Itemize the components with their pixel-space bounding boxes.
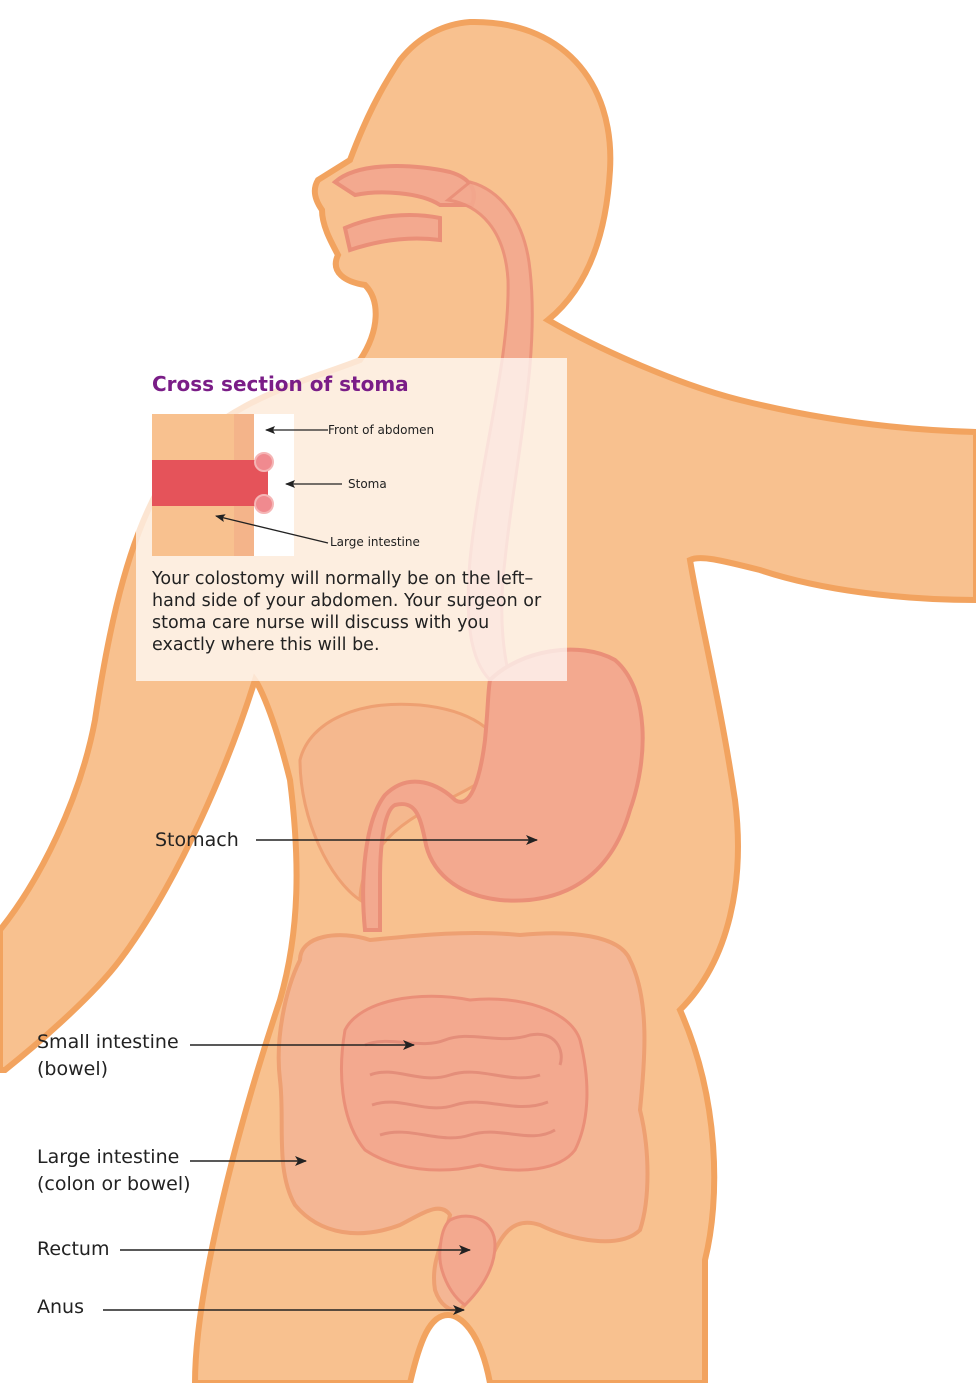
label-small-intestine-sub: (bowel) — [37, 1058, 108, 1080]
label-small-intestine: Small intestine — [37, 1031, 179, 1053]
stoma-tube — [152, 460, 268, 506]
stoma-info-box: Cross section of stoma Front of abdomen … — [136, 358, 567, 681]
stoma-lip-bottom — [255, 495, 273, 513]
stoma-cross-section: Front of abdomen Stoma Large intestine — [136, 358, 567, 558]
label-stomach: Stomach — [155, 829, 239, 851]
label-rectum: Rectum — [37, 1238, 109, 1260]
label-large-intestine-inset: Large intestine — [330, 535, 420, 549]
label-large-intestine: Large intestine — [37, 1146, 179, 1168]
small-intestine-organ — [342, 996, 587, 1170]
stoma-lip-top — [255, 453, 273, 471]
label-stoma: Stoma — [348, 477, 387, 491]
inset-description: Your colostomy will normally be on the l… — [152, 568, 552, 656]
label-large-intestine-sub: (colon or bowel) — [37, 1173, 191, 1195]
label-anus: Anus — [37, 1296, 84, 1318]
label-front-abdomen: Front of abdomen — [328, 423, 434, 437]
